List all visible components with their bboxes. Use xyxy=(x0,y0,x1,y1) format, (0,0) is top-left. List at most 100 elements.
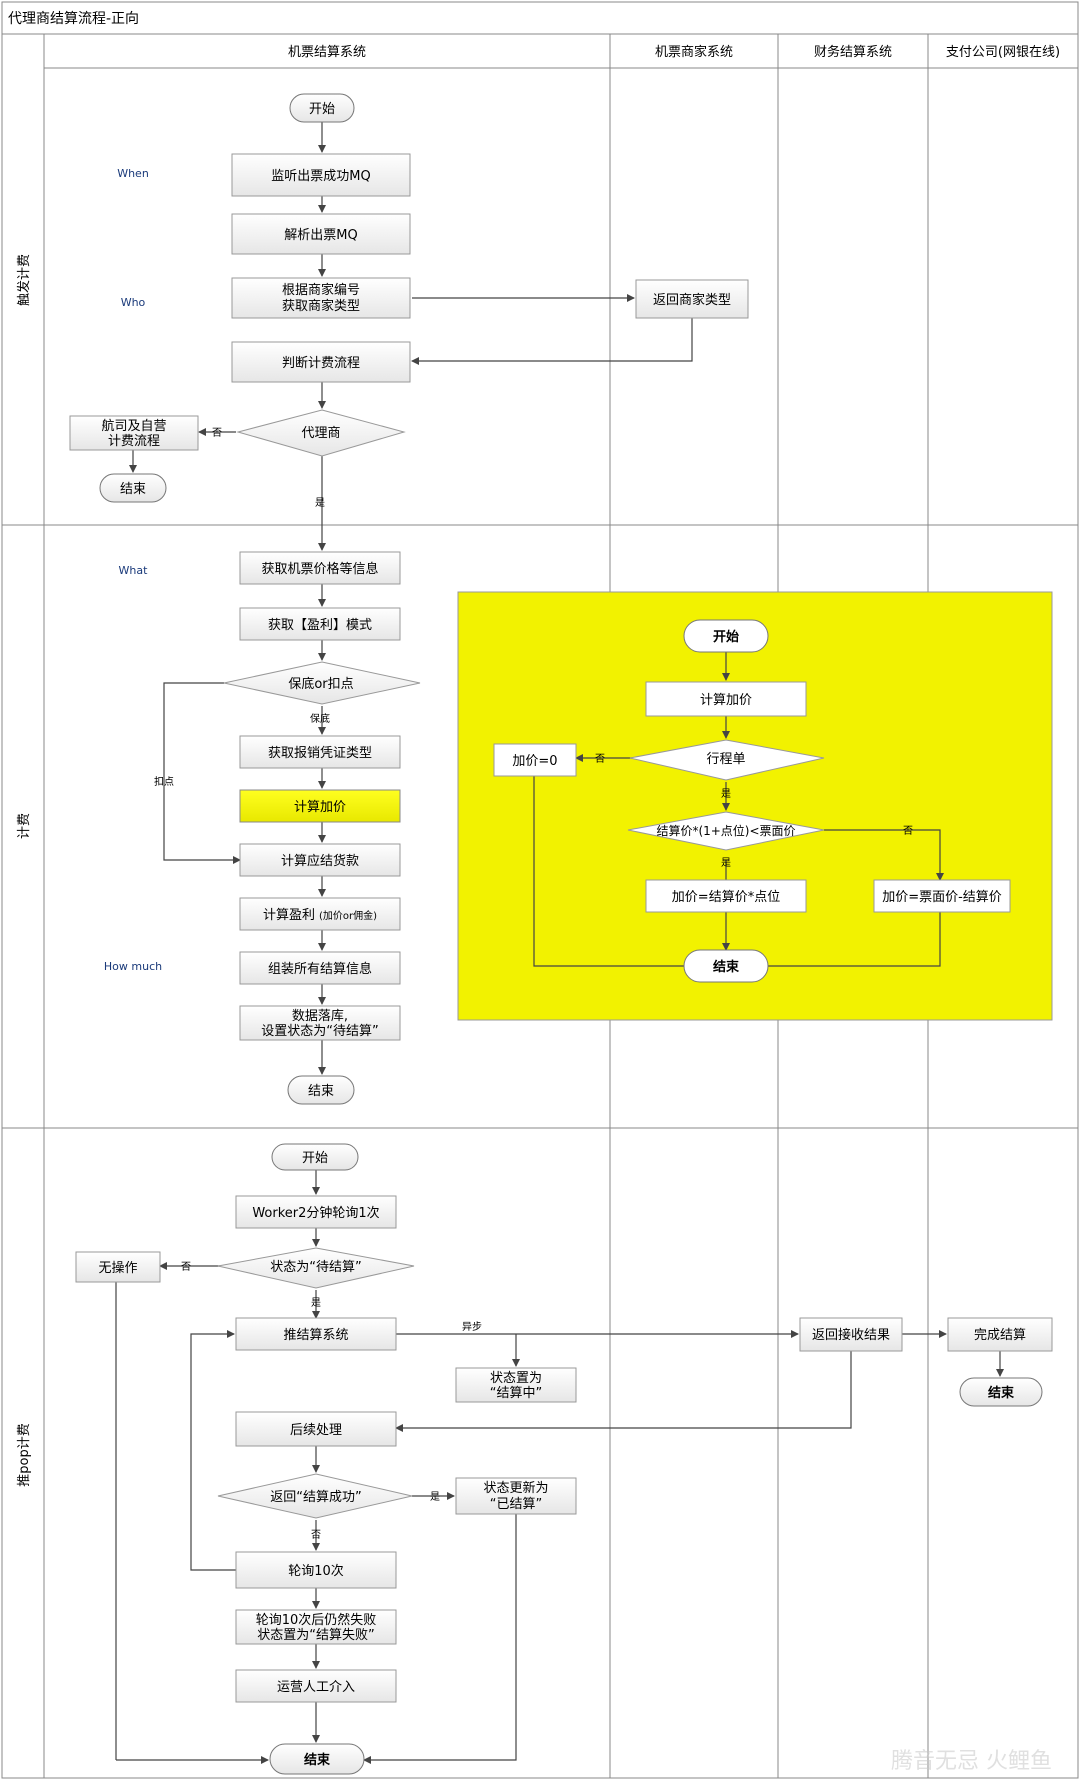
inset-end-terminal xyxy=(683,949,769,983)
voucher-type-box xyxy=(239,735,401,769)
mode-decision-diamond xyxy=(223,661,421,705)
trigger-phase-nodes: 开始 监听出票成功MQ 解析出票MQ 根据商家编号 获取商家类型 返回商家类型 … xyxy=(69,93,749,509)
status-done-line1: 状态更新为 xyxy=(483,1480,548,1496)
manual-label: 运营人工介入 xyxy=(277,1680,355,1695)
get-price-label: 获取机票价格等信息 xyxy=(261,561,378,577)
inset-start-label: 开始 xyxy=(713,629,739,645)
assemble-box xyxy=(239,951,401,985)
status-check-diamond xyxy=(217,1247,415,1289)
inset-zero-label: 加价=0 xyxy=(512,754,557,769)
inset-zero-box xyxy=(493,743,577,777)
phase-label-push: 推pop计费 xyxy=(17,1423,32,1486)
push-no-label-1: 否 xyxy=(181,1261,191,1273)
phase-label-trigger: 触发计费 xyxy=(16,254,32,306)
retry-label: 轮询10次 xyxy=(288,1563,344,1579)
trigger-start-terminal xyxy=(289,93,355,123)
status-ing-line2: “结算中” xyxy=(490,1386,542,1401)
agent-decision-diamond xyxy=(236,409,406,457)
get-merchant-type-line2: 获取商家类型 xyxy=(282,298,360,314)
koudian-branch-label: 扣点 xyxy=(154,775,174,788)
status-done-box xyxy=(455,1477,577,1515)
trigger-no-label: 否 xyxy=(212,427,222,439)
get-mode-label: 获取【盈利】模式 xyxy=(268,618,372,633)
inset-compare-label: 结算价*(1+点位)<票面价 xyxy=(656,823,795,838)
markup-highlight-label: 计算加价 xyxy=(294,800,346,815)
noop-label: 无操作 xyxy=(98,1260,137,1276)
noop-box xyxy=(75,1251,161,1283)
lane-header-ticket-settlement: 机票结算系统 xyxy=(288,45,366,60)
billing-end-label: 结束 xyxy=(308,1084,334,1099)
inset-background xyxy=(457,591,1053,1021)
annotation-when: When xyxy=(117,167,149,180)
parse-mq-box xyxy=(231,213,411,255)
status-done-line2: “已结算” xyxy=(490,1497,542,1512)
trigger-end-label: 结束 xyxy=(120,482,146,497)
retry-box xyxy=(235,1551,397,1589)
push-start-label: 开始 xyxy=(302,1151,328,1166)
listen-mq-label: 监听出票成功MQ xyxy=(271,169,370,184)
billing-phase-nodes: 获取机票价格等信息 获取【盈利】模式 保底or扣点 保底 扣点 获取报销凭证类型… xyxy=(154,551,421,1105)
annotation-who: Who xyxy=(121,296,146,309)
annotation-how-much: How much xyxy=(104,960,162,973)
payable-box xyxy=(239,843,401,877)
profit-box xyxy=(239,897,401,931)
get-price-box xyxy=(239,551,401,585)
inset-formula-b-box xyxy=(873,879,1011,913)
inset-formula-a-label: 加价=结算价*点位 xyxy=(672,890,780,905)
return-check-label: 返回“结算成功” xyxy=(270,1490,361,1505)
followup-label: 后续处理 xyxy=(290,1423,342,1438)
lane-header-merchant: 机票商家系统 xyxy=(655,44,733,60)
worker-label: Worker2分钟轮询1次 xyxy=(252,1205,379,1221)
agent-decision-label: 代理商 xyxy=(301,426,340,441)
parse-mq-label: 解析出票MQ xyxy=(284,228,357,243)
payment-end-label: 结束 xyxy=(988,1385,1015,1401)
inset-itinerary-label: 行程单 xyxy=(706,752,745,767)
return-merchant-type-box xyxy=(635,279,749,319)
page-title: 代理商结算流程-正向 xyxy=(8,11,139,27)
trigger-start-label: 开始 xyxy=(309,102,335,117)
phase-label-billing: 计费 xyxy=(17,813,32,839)
connectors xyxy=(115,122,1004,1764)
push-phase-nodes: 开始 Worker2分钟轮询1次 状态为“待结算” 无操作 否 是 推结算系统 … xyxy=(75,1143,1053,1775)
receive-result-box xyxy=(799,1317,903,1352)
listen-mq-box xyxy=(231,153,411,197)
inset-formula-a-box xyxy=(645,879,807,913)
payable-label: 计算应结货款 xyxy=(281,853,359,869)
judge-billing-box xyxy=(231,341,411,383)
inset-no-label-1: 否 xyxy=(595,753,605,765)
followup-box xyxy=(235,1411,397,1447)
inset-start-terminal xyxy=(683,619,769,653)
status-check-label: 状态为“待结算” xyxy=(270,1260,361,1275)
lane-header-finance: 财务结算系统 xyxy=(814,44,892,60)
return-check-diamond xyxy=(217,1473,413,1519)
inset-no-label-2: 否 xyxy=(903,825,913,837)
baodi-branch-label: 保底 xyxy=(310,712,330,725)
async-label: 异步 xyxy=(462,1321,482,1333)
complete-settlement-box xyxy=(947,1317,1053,1352)
status-ing-box xyxy=(455,1367,577,1403)
push-end-terminal xyxy=(269,1743,365,1775)
trigger-yes-label: 是 xyxy=(315,497,325,509)
get-merchant-type-box xyxy=(231,277,411,319)
manual-box xyxy=(235,1669,397,1703)
profit-label: 计算盈利(加价or佣金) xyxy=(263,908,377,923)
inset-calc-box xyxy=(645,681,807,717)
side-annotations: When Who What How much xyxy=(104,167,162,973)
trigger-end-terminal xyxy=(99,473,167,503)
push-no-label-2: 否 xyxy=(311,1529,321,1541)
phase-labels: 触发计费 计费 推pop计费 xyxy=(16,254,32,1487)
push-yes-label-2: 是 xyxy=(430,1491,440,1503)
watermark: 腾音无忌 火鲤鱼 xyxy=(891,1749,1052,1774)
push-end-label: 结束 xyxy=(304,1752,331,1768)
worker-box xyxy=(235,1195,397,1229)
watermark-text: 腾音无忌 火鲤鱼 xyxy=(891,1749,1052,1774)
annotation-what: What xyxy=(119,564,149,577)
inset-end-label: 结束 xyxy=(713,959,740,975)
complete-settlement-label: 完成结算 xyxy=(974,1328,1026,1343)
inset-yes-label-2: 是 xyxy=(721,857,731,869)
voucher-type-label: 获取报销凭证类型 xyxy=(268,746,372,761)
get-merchant-type-line1: 根据商家编号 xyxy=(282,282,360,298)
fail-box xyxy=(235,1609,397,1645)
